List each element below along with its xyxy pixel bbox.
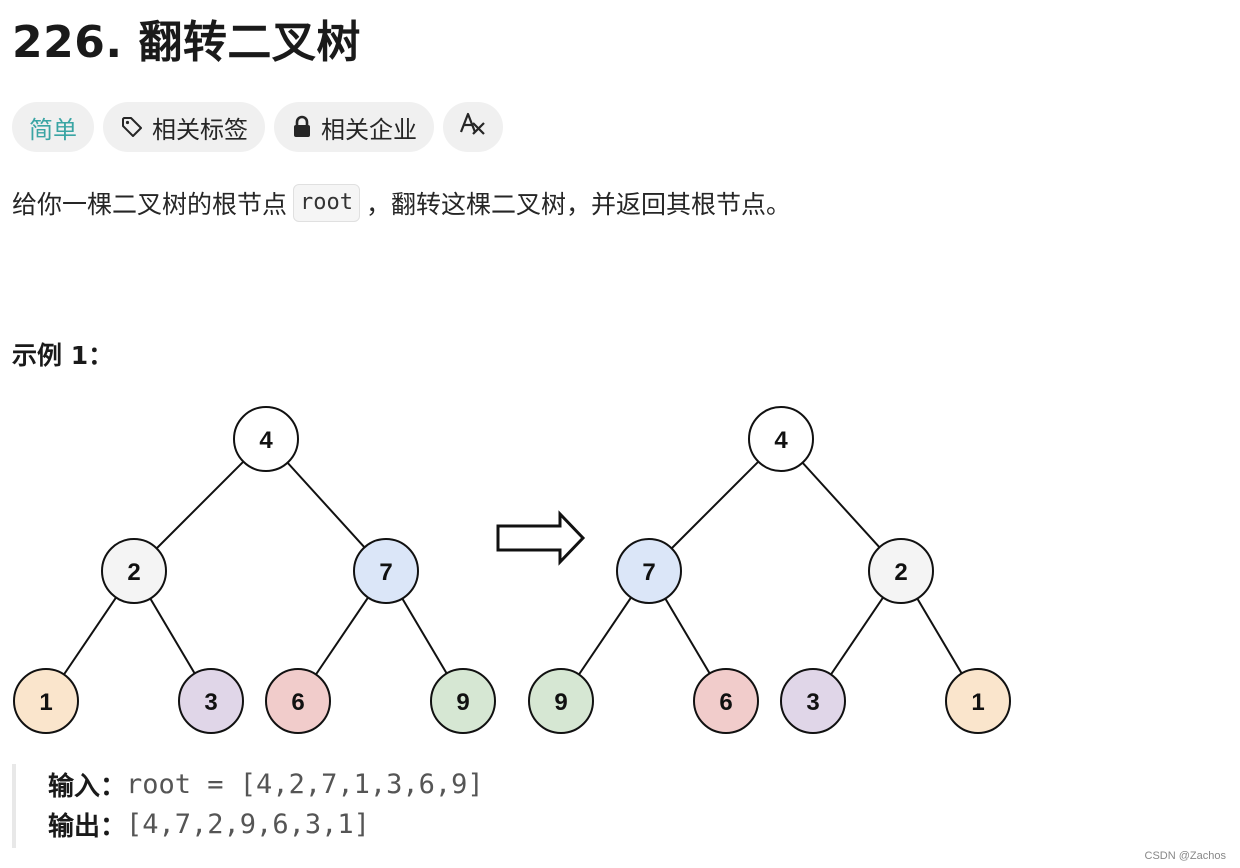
input-value: root = [4,2,7,1,3,6,9] xyxy=(126,768,484,800)
translate-button[interactable] xyxy=(443,102,503,152)
related-companies-label: 相关企业 xyxy=(321,115,417,144)
example-title: 示例 1： xyxy=(12,341,114,370)
problem-title: 226. 翻转二叉树 xyxy=(12,17,361,68)
node-value: 2 xyxy=(127,559,140,586)
node-value: 6 xyxy=(291,689,304,716)
tree-node: 4 xyxy=(233,406,299,472)
tree-node: 3 xyxy=(780,668,846,734)
output-value: [4,7,2,9,6,3,1] xyxy=(126,808,370,840)
inverted-tree: 4 7 2 9 6 3 1 xyxy=(528,406,1011,734)
original-tree: 4 2 7 1 3 6 9 xyxy=(13,406,496,734)
node-value: 4 xyxy=(774,427,788,454)
tag-bar: 简单 相关标签 相关企业 xyxy=(12,102,503,152)
arrow-right-icon xyxy=(496,510,586,566)
tree-node: 9 xyxy=(528,668,594,734)
tree-node: 7 xyxy=(353,538,419,604)
example-io-block: 输入： root = [4,2,7,1,3,6,9] 输出： [4,7,2,9,… xyxy=(12,764,612,848)
tree-node: 9 xyxy=(430,668,496,734)
tree-node: 7 xyxy=(616,538,682,604)
input-label: 输入： xyxy=(48,771,127,802)
tree-node: 2 xyxy=(101,538,167,604)
inline-code-root: root xyxy=(293,184,360,222)
translate-icon xyxy=(459,111,487,143)
lock-icon xyxy=(291,115,313,139)
related-companies-button[interactable]: 相关企业 xyxy=(274,102,434,152)
difficulty-badge[interactable]: 简单 xyxy=(12,102,94,152)
node-value: 3 xyxy=(204,689,217,716)
node-value: 2 xyxy=(894,559,907,586)
tree-node: 6 xyxy=(693,668,759,734)
node-value: 4 xyxy=(259,427,273,454)
node-value: 6 xyxy=(719,689,732,716)
output-line: 输出： [4,7,2,9,6,3,1] xyxy=(48,804,612,844)
tree-node: 2 xyxy=(868,538,934,604)
tree-node: 3 xyxy=(178,668,244,734)
node-value: 9 xyxy=(456,689,469,716)
tree-node: 1 xyxy=(13,668,79,734)
description-text-after: ，翻转这棵二叉树，并返回其根节点。 xyxy=(366,190,792,219)
watermark: CSDN @Zachos xyxy=(1144,850,1226,862)
related-tags-label: 相关标签 xyxy=(152,115,248,144)
node-value: 3 xyxy=(806,689,819,716)
input-line: 输入： root = [4,2,7,1,3,6,9] xyxy=(48,764,612,804)
description-text-before: 给你一棵二叉树的根节点 xyxy=(12,190,288,219)
node-value: 7 xyxy=(379,559,392,586)
node-value: 7 xyxy=(642,559,655,586)
tree-node: 4 xyxy=(748,406,814,472)
node-value: 9 xyxy=(554,689,567,716)
related-tags-button[interactable]: 相关标签 xyxy=(103,102,265,152)
tree-diagram: 4 2 7 1 3 6 9 xyxy=(13,406,1011,734)
problem-description: 给你一棵二叉树的根节点 root ，翻转这棵二叉树，并返回其根节点。 xyxy=(12,184,791,222)
tree-node: 6 xyxy=(265,668,331,734)
difficulty-label: 简单 xyxy=(29,115,77,144)
tree-node: 1 xyxy=(945,668,1011,734)
node-value: 1 xyxy=(971,689,984,716)
node-value: 1 xyxy=(39,689,52,716)
tag-icon xyxy=(120,115,144,139)
output-label: 输出： xyxy=(48,811,127,842)
